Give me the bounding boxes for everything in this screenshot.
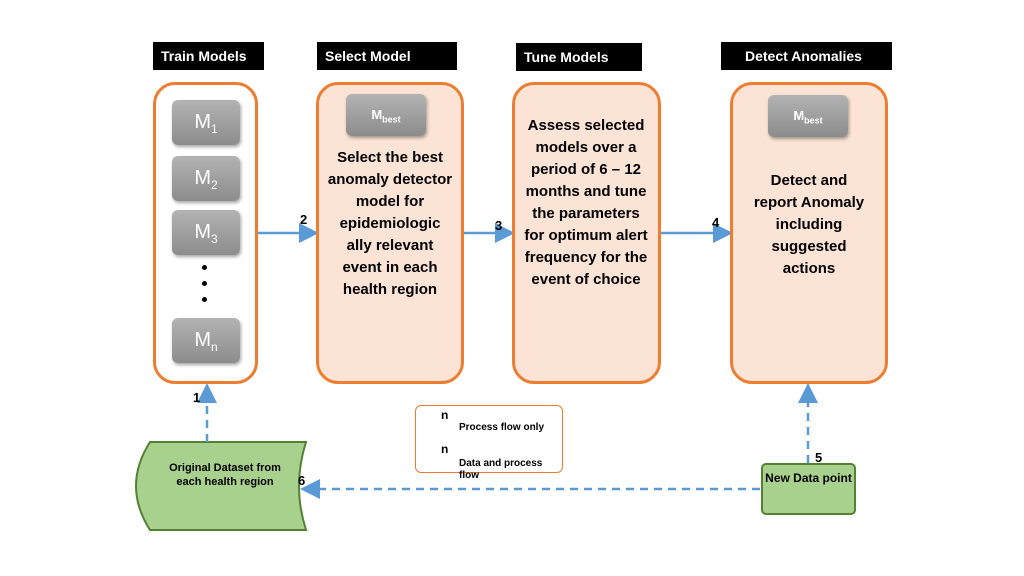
legend-box <box>415 405 563 473</box>
new-data-point: New Data point <box>761 463 856 515</box>
step-label-6: 6 <box>298 473 306 488</box>
stage-tune-models <box>512 82 661 384</box>
header-select-model: Select Model <box>317 42 457 70</box>
model-mn: Mn <box>172 318 240 363</box>
step-label-5: 5 <box>815 450 823 465</box>
legend-symbol: n <box>441 442 449 456</box>
dataset-shape <box>135 441 308 531</box>
model-best: Mbest <box>768 95 848 137</box>
legend-data-and-process: Data and process flow <box>459 458 543 481</box>
model-m1: M1 <box>172 100 240 145</box>
legend-symbol: n <box>441 408 449 422</box>
header-train-models: Train Models <box>153 42 264 70</box>
step-label-4: 4 <box>712 215 720 230</box>
step-label-3: 3 <box>495 218 503 233</box>
legend-process-only: Process flow only <box>459 422 545 433</box>
step-label-2: 2 <box>300 212 308 227</box>
model-best: Mbest <box>346 94 426 136</box>
tune-description: Assess selected models over a period of … <box>524 117 648 288</box>
ellipsis-dot <box>202 297 207 302</box>
header-tune-models: Tune Models <box>516 43 642 71</box>
stage-detect-anomalies <box>730 82 888 384</box>
header-detect-anomalies: Detect Anomalies <box>721 42 892 70</box>
detect-description: Detect and report Anomaly including sugg… <box>753 172 865 277</box>
select-description: Select the best anomaly detector model f… <box>327 149 453 298</box>
ellipsis-dot <box>202 281 207 286</box>
step-label-1: 1 <box>193 390 201 405</box>
model-m2: M2 <box>172 156 240 201</box>
ellipsis-dot <box>202 265 207 270</box>
model-m3: M3 <box>172 210 240 255</box>
dataset-label: Original Dataset from each health region <box>169 462 281 488</box>
